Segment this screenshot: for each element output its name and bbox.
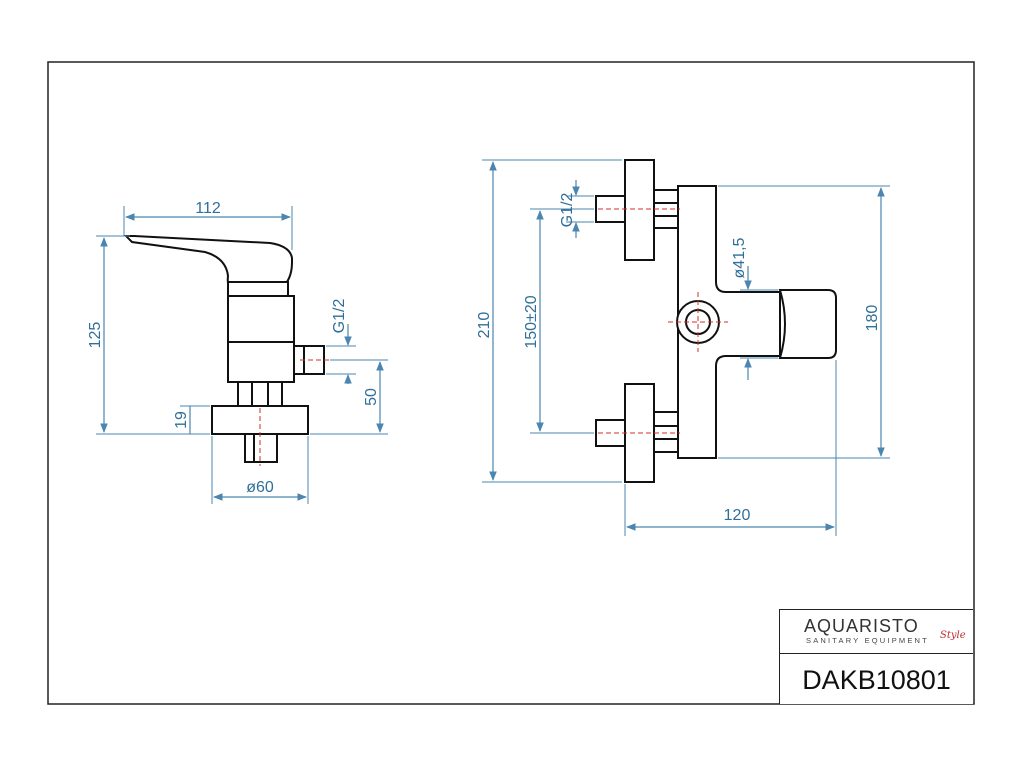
- dim-depth-label: 120: [724, 507, 751, 524]
- dim-body-height-label: 180: [864, 305, 881, 332]
- outlet-spout: [778, 289, 837, 359]
- dim-thread-label: G1/2: [331, 299, 348, 334]
- front-view: 210 150±20 G1/2 ø41,5 180 120: [476, 159, 890, 536]
- title-block: AQUARISTO SANITARY EQUIPMENT Style DAKB1…: [779, 609, 973, 704]
- side-view: 112 125 19 G1/2 50 ø60: [87, 200, 388, 504]
- brand-subtitle: SANITARY EQUIPMENT: [806, 636, 929, 645]
- dim-width-label: 112: [195, 200, 221, 217]
- dim-flange-diameter-label: ø60: [246, 479, 274, 496]
- mixer-body: [227, 295, 295, 383]
- dim-overall-height-label: 210: [476, 312, 493, 339]
- dim-height-label: 125: [87, 322, 104, 349]
- dim-outlet-diameter-label: ø41,5: [731, 237, 748, 278]
- handle-base: [227, 281, 289, 297]
- dim-center-distance-label: 150±20: [523, 295, 540, 348]
- connector-nut: [237, 381, 283, 407]
- wall-pipe: [244, 433, 278, 463]
- upper-flange: [624, 159, 655, 261]
- dim-thread-front-label: G1/2: [559, 193, 576, 228]
- dim-flange-label: 19: [173, 411, 190, 429]
- brand-logo: AQUARISTO SANITARY EQUIPMENT Style: [780, 610, 973, 654]
- drawing-frame: [47, 61, 975, 705]
- dim-inlet-height-label: 50: [363, 388, 380, 406]
- product-code: DAKB10801: [802, 665, 951, 695]
- brand-script: Style: [940, 630, 966, 641]
- brand-name: AQUARISTO: [804, 616, 919, 636]
